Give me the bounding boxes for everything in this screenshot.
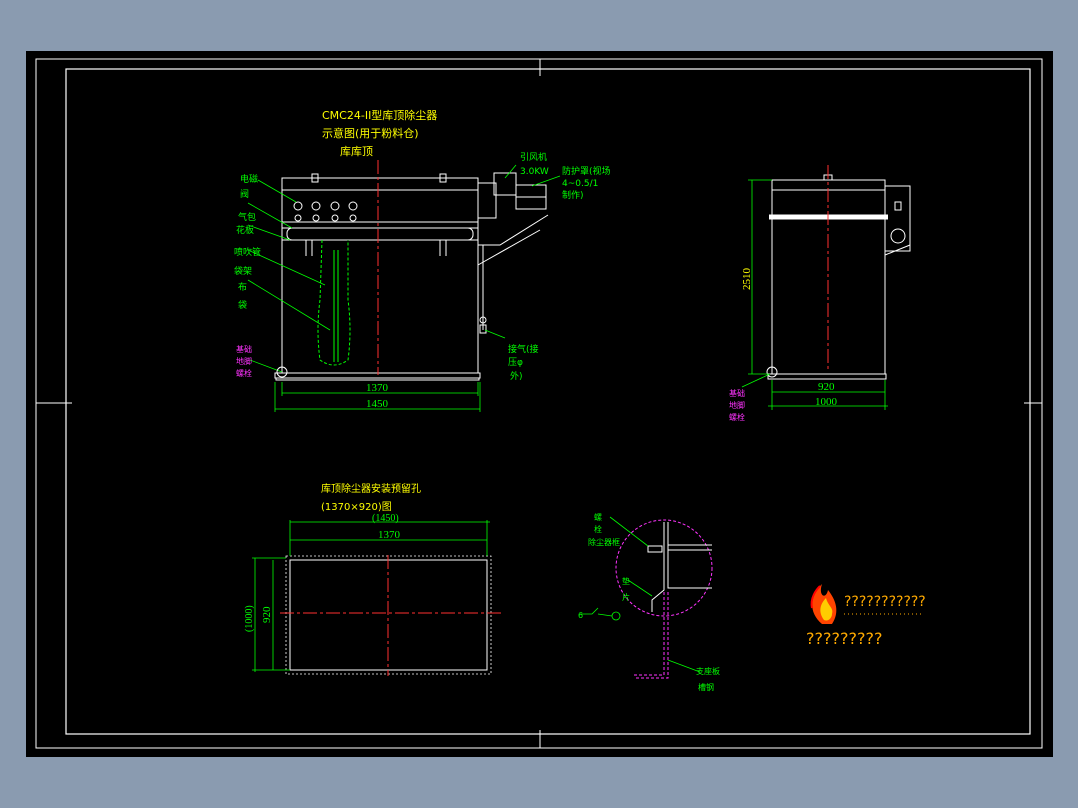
solenoid-valves xyxy=(293,201,358,222)
detail-label-channel: 槽钢 xyxy=(698,682,714,692)
label-base-1: 基础 xyxy=(236,344,252,354)
detail-channel-steel xyxy=(632,592,665,676)
label-fan: 引风机 xyxy=(520,151,547,163)
front-dim-inner: 1370 xyxy=(366,382,389,394)
label-power: 3.0KW xyxy=(520,167,549,177)
side-view: 2510 920 1000 基础 地脚 螺栓 xyxy=(729,165,911,422)
label-bag: 袋 xyxy=(238,299,247,311)
front-view: CMC24-II型库顶除尘器 示意图(用于粉料仓) 库库顶 xyxy=(234,108,611,412)
label-base-3: 螺栓 xyxy=(236,368,252,378)
flame-icon xyxy=(810,584,837,624)
label-blow-pipe: 喷吹管 xyxy=(234,246,261,258)
detail-label-bolt-1: 螺 xyxy=(594,512,602,522)
plan-view: 库顶除尘器安装预留孔 (1370×920)图 (1450) 1370 (1000… xyxy=(244,482,502,676)
logo: ??????????? ????????? xyxy=(806,584,926,648)
label-valve: 阀 xyxy=(240,189,249,200)
front-title-2: 示意图(用于粉料仓) xyxy=(322,126,419,140)
logo-text-1: ??????????? xyxy=(844,594,926,610)
label-flower-plate: 花板 xyxy=(236,224,254,236)
detail-circle xyxy=(615,519,713,617)
plan-dim-outer-height: (1000) xyxy=(244,605,255,632)
label-air-3: 外) xyxy=(510,370,523,382)
label-solenoid: 电磁 xyxy=(240,173,258,185)
side-dim-outer: 1000 xyxy=(815,396,838,408)
filter-bag xyxy=(317,239,351,366)
front-title-1: CMC24-II型库顶除尘器 xyxy=(322,108,437,122)
plan-title-2: (1370×920)图 xyxy=(321,501,392,513)
plan-dim-outer-width: (1450) xyxy=(372,513,399,524)
front-dim-outer: 1450 xyxy=(366,398,389,410)
fan-box xyxy=(493,172,517,196)
label-cloth: 布 xyxy=(238,281,247,293)
front-anchor-bolt xyxy=(276,366,288,378)
label-air-bag: 气包 xyxy=(238,211,256,223)
detail-label-shim-1: 垫 xyxy=(622,576,630,586)
detail-view: 螺 栓 除尘器框 垫 片 6 支座板 槽钢 xyxy=(578,512,720,692)
side-dim-height: 2510 xyxy=(741,268,753,291)
detail-label-weld: 6 xyxy=(578,611,583,620)
detail-label-bolt-2: 栓 xyxy=(594,524,602,534)
side-label-base-3: 螺栓 xyxy=(729,412,745,422)
plan-title-1: 库顶除尘器安装预留孔 xyxy=(321,482,421,495)
side-label-base-1: 基础 xyxy=(729,388,745,398)
detail-label-shim-2: 片 xyxy=(622,592,630,602)
side-dim-inner: 920 xyxy=(818,381,835,393)
detail-label-support: 支座板 xyxy=(696,666,720,676)
drawing-sheet xyxy=(26,51,1053,757)
label-motor-2: 4~0.5/1 xyxy=(562,179,598,189)
label-bag-frame: 袋架 xyxy=(234,265,252,277)
label-motor-3: 制作) xyxy=(562,189,584,201)
plan-dim-inner-height: 920 xyxy=(261,606,273,623)
side-label-base-2: 地脚 xyxy=(729,400,745,410)
frame-center-ticks xyxy=(36,59,1042,748)
label-base-2: 地脚 xyxy=(236,356,252,366)
label-air-2: 压φ xyxy=(508,357,523,368)
label-motor-1: 防护罩(视场 xyxy=(562,165,611,177)
inner-frame xyxy=(65,68,1031,735)
plan-dim-inner-width: 1370 xyxy=(378,529,401,541)
side-anchor-bolt xyxy=(766,366,778,378)
front-title-3: 库库顶 xyxy=(340,145,373,158)
detail-label-frame: 除尘器框 xyxy=(588,537,620,547)
label-air-1: 接气(接 xyxy=(508,343,539,355)
logo-text-2: ????????? xyxy=(806,629,882,648)
